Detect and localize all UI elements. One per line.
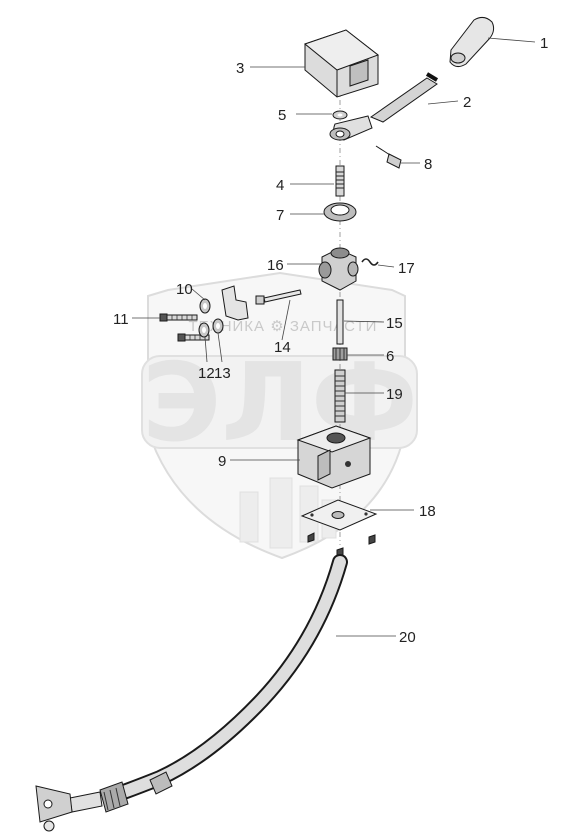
callout-18: 18	[419, 503, 436, 520]
callout-4: 4	[276, 177, 284, 194]
part-12-washer	[198, 322, 210, 338]
part-10-washer	[199, 298, 211, 314]
watermark-caption: ТЕХНИКА ⚙ ЗАПЧАСТИ	[189, 318, 378, 335]
part-18-gasket	[300, 499, 378, 531]
part-14-bracket	[221, 285, 249, 321]
callout-11: 11	[113, 311, 129, 328]
part-2-lever	[329, 72, 439, 141]
callout-7: 7	[276, 207, 284, 224]
part-19-threaded-shaft	[334, 369, 346, 423]
leader-lines	[132, 37, 536, 637]
part-6-nut	[332, 347, 348, 361]
callout-3: 3	[236, 60, 244, 77]
part-5-washer	[332, 110, 348, 120]
part-1-knob	[449, 16, 495, 68]
callout-20: 20	[399, 629, 416, 646]
part-7-ring-nut	[323, 202, 357, 222]
part-11-bolt	[159, 313, 198, 322]
part-20-cable	[35, 554, 348, 832]
part-17-spring-clip	[361, 258, 379, 266]
callout-5: 5	[278, 107, 286, 124]
callout-16: 16	[267, 257, 284, 274]
part-14-long-pin	[255, 289, 302, 305]
callout-8: 8	[424, 156, 432, 173]
callout-2: 2	[463, 94, 471, 111]
part-16-joint-block	[318, 247, 359, 291]
part-15-rod	[336, 299, 344, 345]
part-9-base-block	[296, 425, 372, 489]
part-13-washer	[212, 318, 224, 334]
part-8-screw	[375, 145, 402, 169]
callout-labels: 1 2 3 5 8 4 7 16 17 10 11 15 14 6 12 13 …	[113, 35, 548, 646]
callout-17: 17	[398, 260, 415, 277]
callout-10: 10	[176, 281, 193, 298]
callout-13: 13	[214, 365, 231, 382]
part-11-bolt-lower	[177, 333, 210, 342]
callout-14: 14	[274, 339, 291, 356]
part-4-pin	[335, 165, 345, 197]
callout-6: 6	[386, 348, 394, 365]
part-3-cover	[303, 29, 380, 98]
callout-9: 9	[218, 453, 226, 470]
callout-15: 15	[386, 315, 403, 332]
watermark-logo-letters: ЭЛФ	[142, 341, 418, 466]
callout-1: 1	[540, 35, 548, 52]
callout-12: 12	[198, 365, 215, 382]
callout-19: 19	[386, 386, 403, 403]
